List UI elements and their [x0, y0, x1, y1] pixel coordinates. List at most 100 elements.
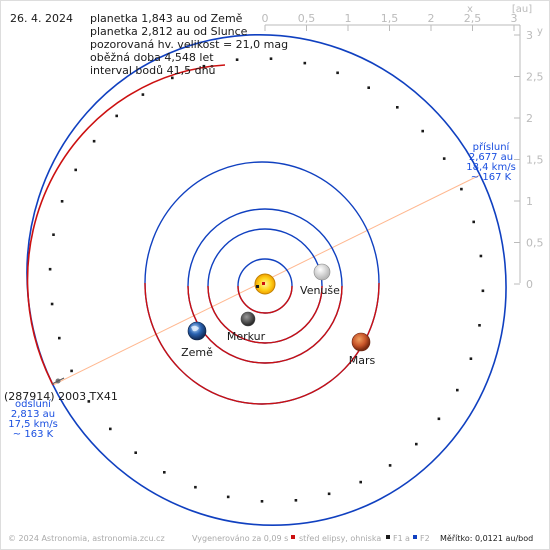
scale-axes — [264, 24, 521, 285]
orbit-point — [74, 168, 77, 172]
earth-planet — [187, 321, 207, 341]
f1-legend-marker — [386, 535, 390, 539]
f2-legend-marker — [413, 535, 417, 539]
orbit-point — [388, 464, 392, 467]
scale-note: Měřítko: 0,0121 au/bod — [440, 534, 533, 543]
orbit-point — [48, 267, 52, 271]
earth-cloud-detail — [191, 325, 199, 332]
date: 26. 4. 2024 — [10, 12, 73, 25]
orbit-center-marker — [262, 282, 265, 285]
orbit-point — [194, 485, 197, 489]
asteroid-orbit-points — [48, 57, 485, 503]
focus-f1-marker — [256, 285, 259, 288]
x-axis-label: x — [467, 4, 473, 15]
aphelion-speed: 17,5 km/s — [8, 419, 58, 430]
orbit-point — [134, 451, 137, 454]
f1-legend: F1 — [393, 534, 403, 543]
orbit-point — [163, 471, 166, 474]
asteroid-marker — [51, 377, 65, 385]
info-line: planetka 2,812 au od Slunce — [90, 25, 248, 38]
x-tick-label: 1 — [345, 12, 352, 25]
perihelion-temp: ~ 167 K — [471, 172, 512, 183]
earth-orbit-south — [187, 285, 343, 364]
generated-time: Vygenerováno za 0,09 s — [192, 534, 288, 543]
y-axis-label: y — [537, 26, 543, 37]
mars-label: Mars — [349, 354, 376, 367]
orbit-point — [469, 357, 473, 360]
orbit-point — [481, 289, 485, 293]
info-line: oběžná doba 4,548 let — [90, 51, 214, 64]
orbit-point — [303, 61, 307, 65]
orbit-point — [260, 500, 264, 503]
orbit-point — [336, 71, 339, 75]
orbit-point — [226, 495, 230, 499]
f2-legend: F2 — [420, 534, 430, 543]
orbit-point — [52, 233, 55, 236]
unit-label: [au] — [512, 4, 532, 15]
orbit-point — [269, 57, 273, 60]
mars-planet — [351, 332, 371, 352]
x-tick-labels: 0 0,5 1 1,5 2 2,5 3 — [262, 12, 518, 25]
y-tick-label: 0 — [526, 278, 533, 291]
orbit-point — [115, 114, 118, 118]
x-tick-label: 2,5 — [464, 12, 482, 25]
mercury-label: Merkur — [227, 330, 266, 343]
y-tick-label: 0,5 — [526, 237, 544, 250]
orbit-point — [396, 106, 399, 109]
orbit-point — [235, 58, 239, 61]
venus-orbit-south — [207, 285, 323, 344]
orbit-point — [141, 93, 145, 96]
y-tick-label: 1 — [526, 195, 533, 208]
venus-planet — [313, 263, 331, 281]
info-line: planetka 1,843 au od Země — [90, 12, 243, 25]
orbit-point — [171, 76, 174, 80]
y-tick-label: 3 — [526, 29, 533, 42]
aphelion-distance: 2,813 au — [11, 409, 55, 420]
orbit-point — [478, 324, 481, 327]
orbit-point — [87, 400, 91, 403]
orbit-point — [109, 427, 112, 431]
orbit-point — [442, 157, 446, 160]
orbit-point — [327, 492, 331, 496]
info-line: pozorovaná hv. velikost = 21,0 mag — [90, 38, 288, 51]
y-tick-label: 2 — [526, 112, 533, 125]
x-tick-label: 2 — [428, 12, 435, 25]
a-legend: a — [405, 534, 410, 543]
orbit-point — [479, 254, 483, 258]
orbit-point — [58, 336, 61, 340]
y-tick-labels: 3 2,5 2 1,5 1 0,5 0 — [526, 29, 544, 291]
orbit-point — [92, 139, 96, 143]
perihelion-title: přísluní — [473, 141, 511, 153]
y-tick-label: 2,5 — [526, 71, 544, 84]
orbit-point — [421, 129, 424, 133]
aphelion-label: odsluní 2,813 au 17,5 km/s ~ 163 K — [8, 398, 58, 440]
orbit-point — [70, 369, 73, 373]
asteroid-name: (287914) 2003 TX41 — [4, 390, 118, 403]
aphelion-temp: ~ 163 K — [13, 429, 54, 440]
orbit-point — [437, 417, 441, 421]
x-tick-label: 3 — [511, 12, 518, 25]
copyright: © 2024 Astronomia, astronomia.zcu.cz — [8, 534, 165, 543]
earth-label: Země — [181, 346, 213, 359]
x-tick-label: 0 — [262, 12, 269, 25]
orbit-point — [50, 302, 54, 306]
perihelion-distance: 2,677 au — [469, 152, 513, 163]
info-block: planetka 1,843 au od Země planetka 2,812… — [90, 12, 288, 77]
x-tick-label: 0,5 — [298, 12, 316, 25]
orbit-point — [294, 499, 298, 502]
y-tick-label: 1,5 — [526, 154, 544, 167]
mercury-orbit-south — [237, 285, 293, 314]
orbit-point — [460, 187, 463, 191]
x-tick-label: 1,5 — [381, 12, 399, 25]
asteroid-orbit-lower — [52, 174, 507, 526]
mercury-planet — [240, 311, 256, 327]
orbit-point — [60, 200, 64, 203]
aphelion-title: odsluní — [15, 398, 52, 410]
perihelion-speed: 18,4 km/s — [466, 162, 516, 173]
orbit-point — [367, 86, 370, 89]
orbit-point — [415, 442, 418, 446]
orbit-point — [202, 64, 206, 68]
